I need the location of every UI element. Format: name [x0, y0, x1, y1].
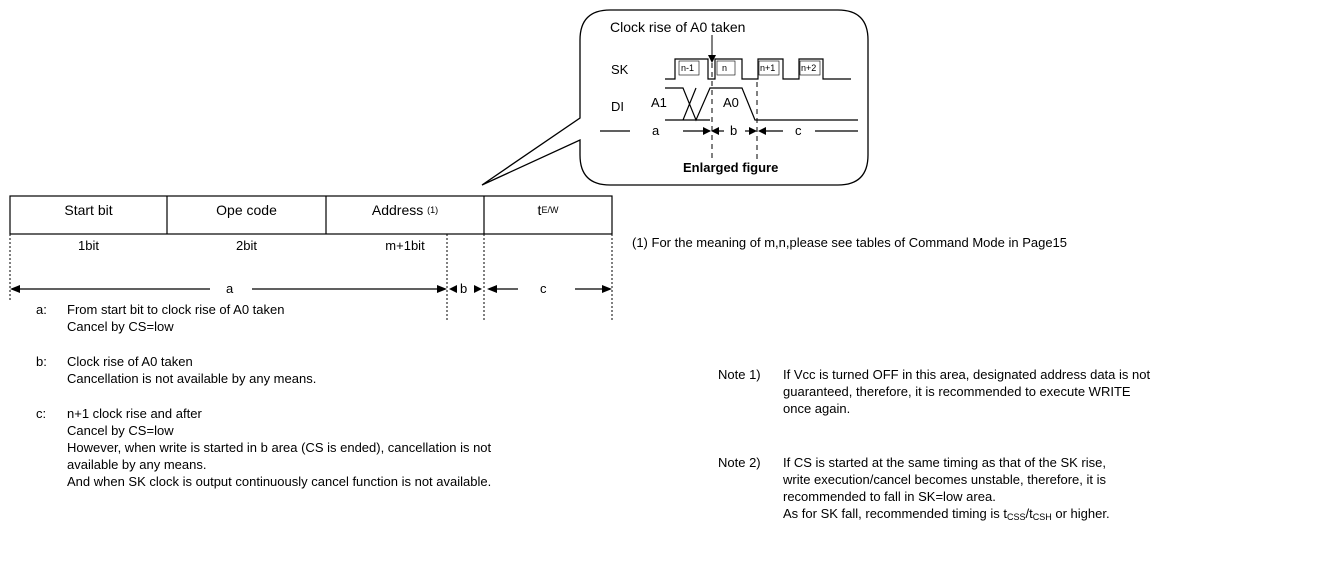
- sk-waveform: [665, 58, 851, 80]
- description-b: b: Clock rise of A0 taken Cancellation i…: [36, 353, 676, 393]
- cell-start-bit: Start bit: [64, 202, 113, 218]
- cell-twrite-sub: E/W: [541, 205, 559, 215]
- footnote: (1) For the meaning of m,n,please see ta…: [632, 235, 1068, 250]
- di-label: DI: [611, 99, 624, 114]
- note-1-label: Note 1): [718, 367, 761, 382]
- description-c-line: Cancel by CS=low: [67, 423, 174, 438]
- address-ref: (1): [427, 205, 439, 215]
- range-label-c: c: [540, 281, 547, 296]
- bits-address: m+1bit: [385, 238, 425, 253]
- note-2-label: Note 2): [718, 455, 761, 470]
- callout-title-arrowhead: [708, 55, 716, 63]
- pulse-label-n: n: [722, 63, 728, 73]
- description-b-line: Clock rise of A0 taken: [67, 354, 193, 369]
- di-segment-a1: A1: [651, 95, 667, 110]
- frame-box: [9, 195, 613, 235]
- enlarged-span-c: c: [795, 123, 802, 138]
- note-1-line: guaranteed, therefore, it is recommended…: [783, 384, 1131, 399]
- range-label-a: a: [226, 281, 234, 296]
- di-segment-a0: A0: [723, 95, 739, 110]
- pulse-box-n+1: [758, 60, 780, 76]
- note-2-line: If CS is started at the same timing as t…: [783, 455, 1106, 470]
- pulse-box-n: [716, 60, 736, 76]
- cell-address-text: Address: [371, 202, 424, 218]
- description-c-line: n+1 clock rise and after: [67, 406, 202, 421]
- bits-ope: 2bit: [236, 238, 257, 253]
- description-a: a: From start bit to clock rise of A0 ta…: [36, 301, 676, 341]
- description-c-line: available by any means.: [67, 457, 207, 472]
- pulse-box-n+2: [799, 60, 821, 76]
- enlarged-span-b: b: [730, 123, 738, 138]
- note-2-last-line: As for SK fall, recommended timing is tC…: [783, 506, 1110, 522]
- enlarged-caption: Enlarged figure: [683, 160, 779, 175]
- description-a-line: Cancel by CS=low: [67, 319, 174, 334]
- description-b-label: b:: [36, 354, 47, 369]
- pulse-label-n+2: n+2: [801, 63, 817, 73]
- cell-address: Address (1): [326, 196, 484, 224]
- pulse-label-n-1: n-1: [681, 63, 695, 73]
- note-2-line: recommended to fall in SK=low area.: [783, 489, 996, 504]
- callout-title: Clock rise of A0 taken: [610, 19, 746, 35]
- enlarged-span-a: a: [652, 123, 660, 138]
- note-2-css-sub: CSS: [1006, 512, 1026, 522]
- sk-label: SK: [611, 62, 629, 77]
- bits-start: 1bit: [78, 238, 99, 253]
- cell-ope-code: Ope code: [216, 202, 277, 218]
- description-c-label: c:: [36, 406, 47, 421]
- description-a-label: a:: [36, 302, 47, 317]
- callout-bubble: [481, 9, 869, 186]
- note-2-line: write execution/cancel becomes unstable,…: [783, 472, 1107, 487]
- pulse-box-n-1: [678, 60, 700, 76]
- description-c-line: However, when write is started in b area…: [67, 440, 492, 455]
- range-label-b: b: [460, 281, 468, 296]
- description-c: c: n+1 clock rise and after Cancel by CS…: [36, 405, 726, 495]
- note-1-line: once again.: [783, 401, 851, 416]
- description-a-line: From start bit to clock rise of A0 taken: [67, 302, 285, 317]
- pulse-label-n+1: n+1: [760, 63, 776, 73]
- note-1-line: If Vcc is turned OFF in this area, desig…: [783, 367, 1151, 382]
- note-2-csh-sub: CSH: [1032, 512, 1052, 522]
- di-waveform: [665, 87, 858, 122]
- description-c-line: And when SK clock is output continuously…: [67, 474, 492, 489]
- cell-twrite-t: t: [537, 202, 542, 218]
- description-b-line: Cancellation is not available by any mea…: [67, 371, 317, 386]
